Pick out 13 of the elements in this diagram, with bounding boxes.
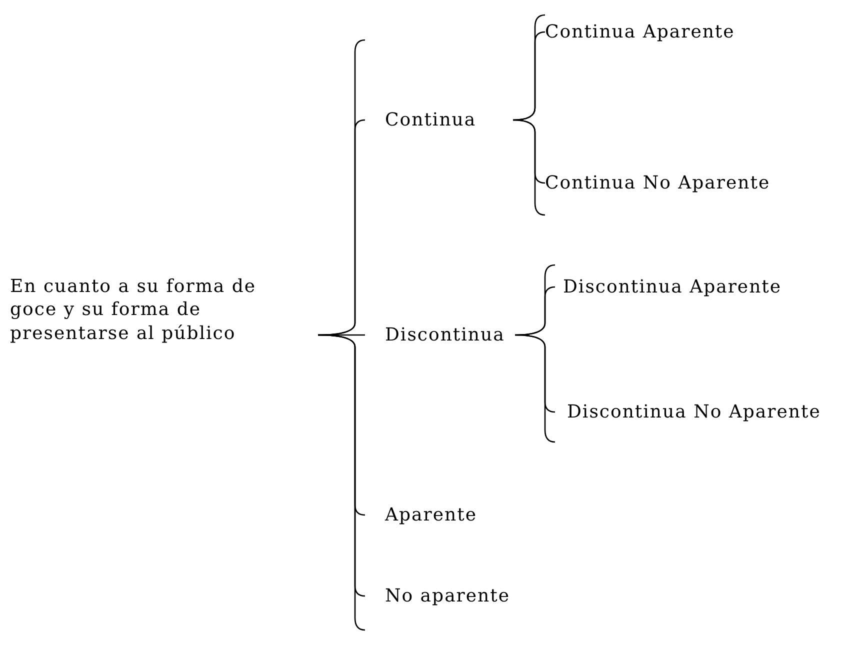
- node-label: Continua No Aparente: [545, 171, 772, 195]
- node-label: Continua: [384, 108, 478, 132]
- node-label: Discontinua Aparente: [562, 275, 783, 299]
- node-label: Discontinua No Aparente: [566, 400, 822, 424]
- brace-connector: [514, 334, 556, 413]
- brace-connector: [512, 31, 546, 121]
- node-label: Continua Aparente: [545, 20, 736, 44]
- node-label: Discontinua: [384, 323, 506, 347]
- node-label: No aparente: [384, 584, 512, 608]
- brace-connector: [512, 119, 546, 184]
- brace-connector: [318, 334, 366, 597]
- node-label: Aparente: [384, 503, 478, 527]
- node-label: En cuanto a su forma de goce y su forma de presentarse al público: [9, 274, 258, 346]
